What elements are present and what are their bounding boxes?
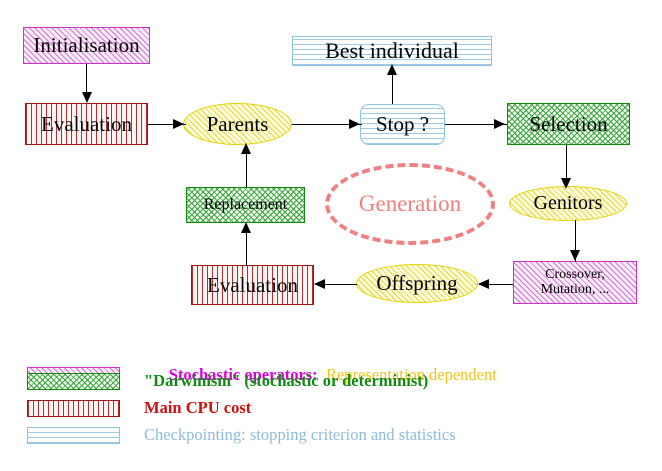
node-generation-label: Generation — [358, 190, 462, 216]
edge-offspring-to-evaluation — [315, 283, 357, 285]
legend-label-main-cpu-cost: Main CPU cost — [144, 398, 252, 417]
node-generation: Generation — [325, 163, 495, 245]
arrowhead-replacement-to-parents — [241, 143, 251, 154]
node-evaluation-top[interactable]: Evaluation — [25, 103, 148, 145]
arrowhead-initialisation-to-evaluation — [81, 92, 92, 103]
node-selection-label: Selection — [529, 111, 608, 136]
legend-swatch-red — [27, 399, 120, 417]
edge-selection-to-genitors — [565, 145, 567, 187]
arrowhead-offspring-to-evaluation — [314, 279, 325, 289]
arrowhead-evaluation-to-replacement — [241, 222, 251, 233]
node-best-individual-label: Best individual — [325, 38, 459, 64]
node-parents[interactable]: Parents — [183, 103, 292, 145]
node-offspring[interactable]: Offspring — [356, 264, 478, 303]
node-stop-label: Stop ? — [375, 112, 430, 137]
node-evaluation-bottom-label: Evaluation — [207, 272, 298, 297]
legend-swatch-blue — [27, 426, 120, 444]
legend-text-representation-dependent: Representation dependent — [317, 365, 497, 384]
node-evaluation-bottom[interactable]: Evaluation — [191, 265, 314, 305]
edge-replacement-to-parents — [245, 146, 247, 187]
edge-operators-to-offspring — [479, 283, 513, 285]
node-stop[interactable]: Stop ? — [360, 104, 445, 145]
edge-parents-to-stop — [292, 123, 362, 125]
node-selection[interactable]: Selection — [507, 103, 630, 145]
arrowhead-evaluation-to-parents — [173, 119, 184, 129]
legend-row-checkpointing: Checkpointing: stopping criterion and st… — [0, 425, 456, 445]
node-replacement-label: Replacement — [203, 195, 288, 213]
edge-stop-to-best — [391, 66, 393, 104]
edge-genitors-to-operators — [574, 220, 576, 262]
node-parents-label: Parents — [206, 111, 269, 136]
arrowhead-operators-to-offspring — [478, 279, 489, 289]
node-operators[interactable]: Crossover, Mutation, ... — [513, 261, 637, 304]
legend-swatch-green — [27, 372, 120, 390]
legend-row-darwinism: "Darwinism" (stochastic or determinist) — [0, 371, 428, 391]
node-evaluation-top-label: Evaluation — [41, 111, 132, 136]
edge-stop-to-selection — [445, 123, 507, 125]
arrowhead-stop-to-best — [387, 64, 397, 75]
node-initialisation-label: Initialisation — [33, 33, 140, 58]
node-genitors[interactable]: Genitors — [509, 186, 627, 221]
edge-initialisation-to-evaluation — [86, 64, 88, 96]
legend-label-darwinism: "Darwinism" (stochastic or determinist) — [144, 371, 429, 390]
node-initialisation[interactable]: Initialisation — [23, 27, 150, 64]
legend-text-stochastic-operators: Stochastic operators: — [168, 365, 318, 384]
node-offspring-label: Offspring — [376, 271, 458, 296]
edge-evaluation-to-parents — [148, 123, 186, 125]
arrowhead-selection-to-genitors — [561, 178, 571, 189]
node-replacement[interactable]: Replacement — [186, 187, 305, 223]
edge-evaluation-to-replacement — [245, 224, 247, 266]
arrowhead-genitors-to-operators — [570, 250, 580, 261]
node-best-individual[interactable]: Best individual — [292, 36, 492, 66]
node-operators-label: Crossover, Mutation, ... — [540, 266, 610, 297]
legend-label-stochastic-operators: Stochastic operators: Representation dep… — [144, 345, 497, 405]
legend-label-checkpointing: Checkpointing: stopping criterion and st… — [144, 425, 456, 444]
legend-row-main-cpu-cost: Main CPU cost — [0, 398, 251, 418]
arrowhead-stop-to-selection — [494, 119, 505, 129]
arrowhead-parents-to-stop — [349, 119, 360, 129]
node-genitors-label: Genitors — [533, 192, 603, 214]
